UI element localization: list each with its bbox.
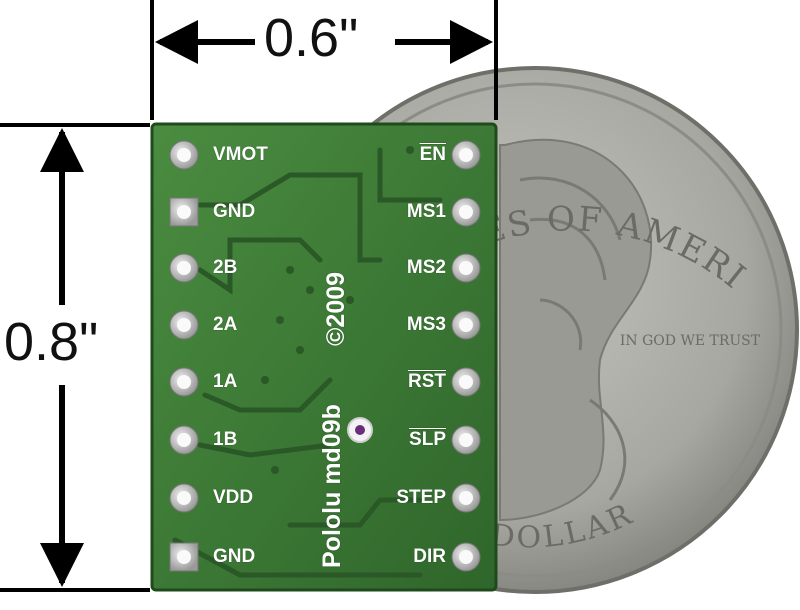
left-pin-label-7: VDD (213, 487, 254, 508)
right-pin-pad-4-hole (459, 318, 473, 332)
left-pin-label-3: 2B (213, 257, 238, 278)
coin-motto: IN GOD WE TRUST (620, 333, 761, 349)
left-pin-label-4: 2A (213, 314, 238, 335)
right-pin-pad-1-hole (459, 148, 473, 162)
right-pin-label-6: SLP (409, 429, 446, 450)
left-pin-label-6: 1B (213, 429, 238, 450)
driver-board (150, 122, 498, 592)
height-dimension (0, 123, 150, 592)
left-pin-pad-8-hole (177, 550, 191, 564)
right-pin-label-2: MS1 (406, 201, 446, 222)
right-pin-pad-7-hole (459, 491, 473, 505)
right-pin-pad-3-hole (459, 261, 473, 275)
silkscreen: Pololu md09b ©2009 (314, 150, 354, 570)
left-pin-label-1: VMOT (213, 144, 268, 165)
right-pin-label-1: EN (419, 144, 446, 165)
left-pin-pad-1-hole (177, 148, 191, 162)
right-pin-label-5: RST (408, 371, 446, 392)
right-pin-label-3: MS2 (406, 257, 446, 278)
left-pin-pad-8 (169, 542, 199, 572)
right-pin-pad-5-hole (459, 375, 473, 389)
left-pin-pads (169, 140, 199, 572)
right-pin-pad-6-hole (459, 433, 473, 447)
right-pin-label-8: DIR (413, 546, 446, 567)
right-pin-pads (451, 140, 481, 572)
left-pin-label-8: GND (213, 546, 256, 567)
left-pin-pad-5-hole (177, 375, 191, 389)
right-pin-label-4: MS3 (406, 314, 446, 335)
right-pin-label-7: STEP (396, 487, 446, 508)
right-pin-pad-2-hole (459, 205, 473, 219)
width-dimension (150, 0, 498, 120)
width-dimension-label: 0.6" (258, 10, 365, 66)
left-pin-pad-4-hole (177, 318, 191, 332)
silkscreen-year: ©2009 (322, 271, 350, 346)
right-pin-pad-8-hole (459, 550, 473, 564)
left-pin-label-5: 1A (213, 371, 238, 392)
left-pin-pad-2-hole (177, 205, 191, 219)
silkscreen-brand: Pololu md09b (318, 404, 346, 568)
left-pin-pad-7-hole (177, 491, 191, 505)
height-dimension-label: 0.8" (0, 314, 105, 370)
left-pin-label-2: GND (213, 201, 256, 222)
left-pin-pad-3-hole (177, 261, 191, 275)
left-pin-pad-6-hole (177, 433, 191, 447)
